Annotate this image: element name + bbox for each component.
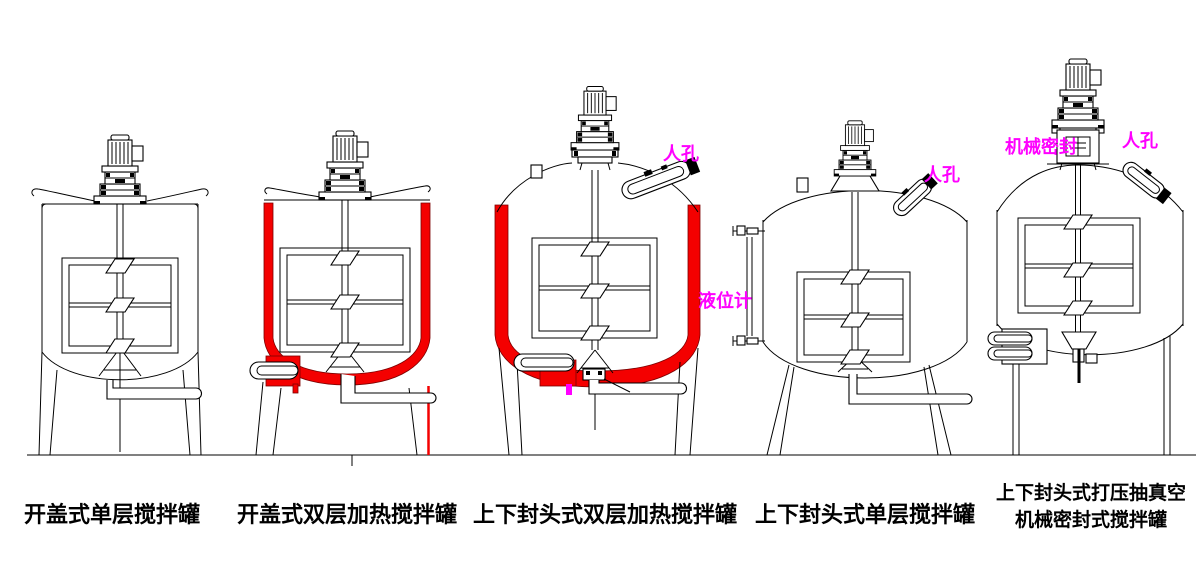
manhole-icon xyxy=(1122,161,1172,205)
tank5-vacuum-mechanical-seal xyxy=(987,58,1184,455)
tank4-dished-head-single-layer xyxy=(732,120,973,456)
tank1-open-top-single-layer xyxy=(31,134,209,456)
caption-tank5-line2: 机械密封式搅拌罐 xyxy=(1014,510,1167,531)
caption-tank1: 开盖式单层搅拌罐 xyxy=(24,502,201,527)
manhole-label-tank4: 人孔 xyxy=(924,165,960,185)
tank2-open-top-jacketed xyxy=(249,130,437,466)
mechanical-seal-label-tank5: 机械密封 xyxy=(1005,137,1077,157)
side-nozzle xyxy=(987,346,1033,361)
dome-nozzle xyxy=(796,177,809,193)
tank3-dished-head-jacketed xyxy=(494,86,701,456)
bottom-outlet-cone xyxy=(1061,331,1097,350)
caption-tank4: 上下封头式单层搅拌罐 xyxy=(755,502,976,527)
manhole-icon xyxy=(621,156,701,200)
jacket-drain-stub xyxy=(566,384,572,395)
caption-tank5-line1: 上下封头式打压抽真空 xyxy=(995,483,1186,504)
manhole-icon xyxy=(893,173,938,217)
manhole-label-tank3: 人孔 xyxy=(663,144,699,164)
manhole-label-tank5: 人孔 xyxy=(1122,131,1158,151)
caption-tank3: 上下封头式双层加热搅拌罐 xyxy=(473,502,738,527)
jacket-inlet-nozzle xyxy=(513,353,575,372)
side-nozzle xyxy=(987,331,1033,346)
caption-tank2: 开盖式双层加热搅拌罐 xyxy=(237,502,458,527)
level-gauge xyxy=(732,225,765,346)
level-gauge-label-tank4: 液位计 xyxy=(698,291,752,311)
dome-nozzle xyxy=(530,164,543,179)
